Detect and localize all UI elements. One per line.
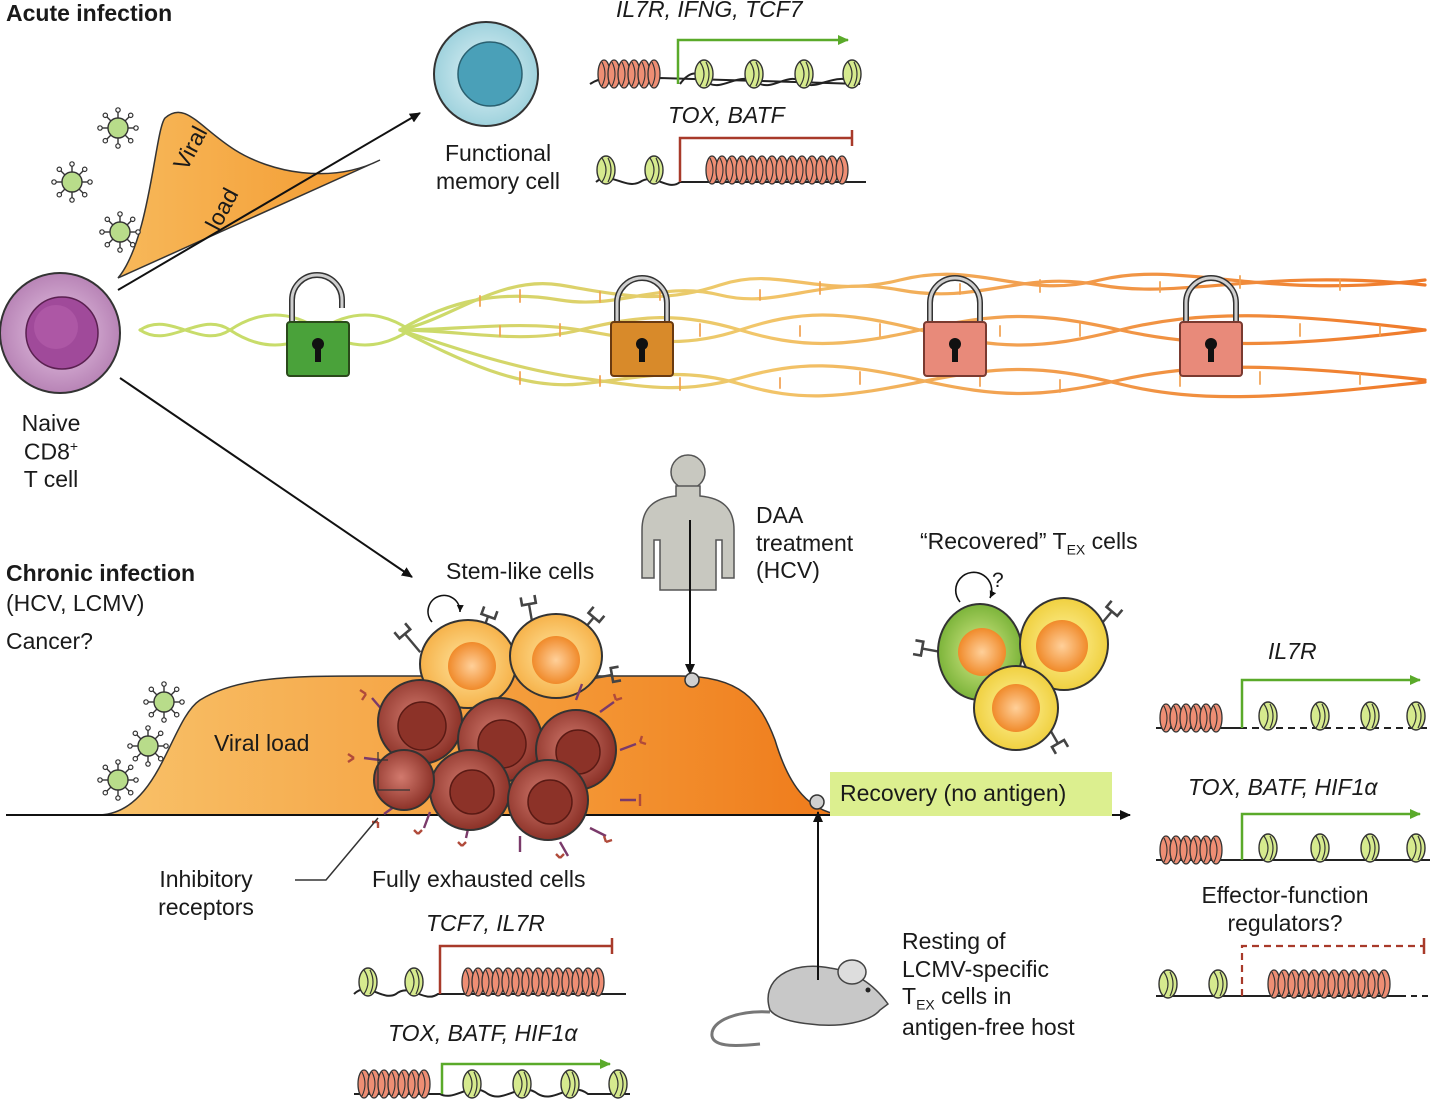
lock-closed-pink-icon — [923, 275, 987, 377]
gene-locus-right-il7r — [1156, 675, 1430, 733]
human-silhouette-icon — [641, 454, 735, 591]
gene-locus-chronic-off — [353, 938, 626, 998]
memory-cell-label: Functional memory cell — [436, 140, 560, 194]
acute-viral-load-curve — [117, 111, 381, 279]
memory-cell — [433, 21, 539, 127]
acute-genes-off-label: TOX, BATF — [668, 102, 785, 128]
right-tox-label: TOX, BATF, HIF1α — [1188, 774, 1378, 800]
recovered-tex-label: “Recovered” TEX cells — [920, 528, 1138, 558]
cancer-label: Cancer? — [6, 628, 93, 654]
stem-like-label: Stem-like cells — [446, 558, 595, 584]
naive-t-cell — [0, 272, 121, 394]
effector-regulators-label: Effector-function regulators? — [1201, 882, 1369, 936]
gene-locus-acute-off — [595, 130, 866, 186]
virus-icon — [51, 161, 93, 203]
mouse-icon — [710, 959, 890, 1048]
lock-closed-orange-icon — [610, 275, 674, 377]
gene-locus-right-tox — [1156, 809, 1430, 865]
lock-closed-pink-icon — [1179, 275, 1243, 377]
naive-cell-label: Naive CD8+ T cell — [21, 410, 81, 492]
exhausted-cells — [347, 679, 647, 859]
inhibitory-pointer — [295, 817, 379, 881]
daa-treatment-label: DAA treatment (HCV) — [756, 502, 854, 584]
acute-arrow — [117, 112, 421, 291]
chronic-infection-subtitle: (HCV, LCMV) — [6, 590, 145, 616]
virus-icon — [97, 107, 139, 149]
chronic-genes-on-label: TOX, BATF, HIF1α — [388, 1020, 578, 1046]
inhibitory-receptors-label: Inhibitory receptors — [158, 866, 254, 920]
chronic-viral-load-label: Viral load — [214, 730, 310, 756]
right-il7r-label: IL7R — [1268, 638, 1317, 664]
chronic-arrow — [119, 377, 413, 578]
recovery-highlight — [830, 772, 1112, 816]
virus-icon — [97, 759, 139, 801]
acute-infection-title: Acute infection — [6, 0, 173, 26]
virus-icon — [99, 211, 141, 253]
resting-label: Resting of LCMV-specific TEX cells in an… — [902, 928, 1075, 1040]
gene-locus-right-effector — [1156, 938, 1432, 999]
chronic-genes-off-label: TCF7, IL7R — [426, 910, 545, 936]
gene-locus-chronic-on — [354, 1059, 630, 1099]
lock-open-green-icon — [286, 272, 350, 377]
fully-exhausted-label: Fully exhausted cells — [372, 866, 586, 892]
recovered-tex-cells — [911, 571, 1124, 756]
self-renewal-question: ? — [992, 569, 1004, 592]
gene-locus-acute-on — [589, 35, 862, 89]
stem-like-cells — [393, 593, 623, 709]
recovery-label: Recovery (no antigen) — [840, 780, 1067, 806]
virus-icon — [143, 681, 185, 723]
acute-genes-on-label: IL7R, IFNG, TCF7 — [616, 0, 803, 22]
chronic-infection-title: Chronic infection — [6, 560, 196, 586]
virus-icon — [127, 725, 169, 767]
